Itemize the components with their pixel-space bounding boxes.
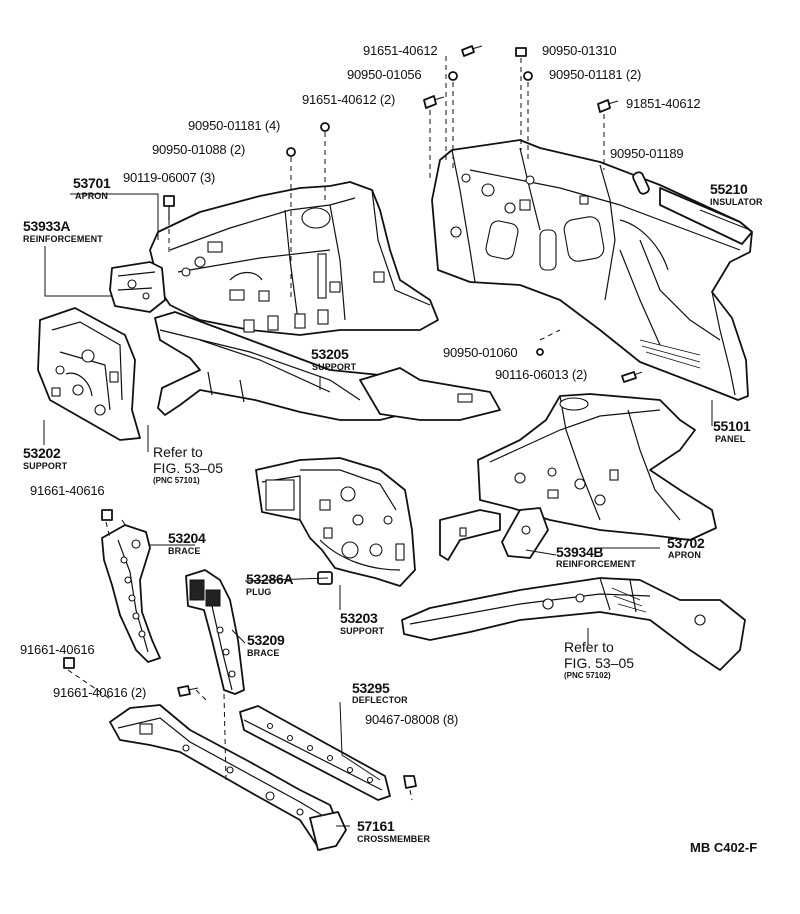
fastener-label-90116-06013-2: 90116-06013 (2) (495, 367, 588, 382)
support-53205-drawing (154, 311, 501, 421)
deflector-53295-drawing (239, 705, 391, 801)
part-number-53702: 53702 (667, 535, 705, 551)
part-number-57161: 57161 (357, 818, 395, 834)
part-number-53286a: 53286A (246, 571, 294, 587)
part-name-support-53205: SUPPORT (312, 362, 357, 372)
side-member-57102-drawing (401, 577, 746, 671)
part-name-panel-55101: PANEL (715, 434, 746, 444)
part-number-53701: 53701 (73, 175, 111, 191)
part-name-support-53202: SUPPORT (23, 461, 68, 471)
fastener-label-90119-06007-3: 90119-06007 (3) (123, 170, 216, 185)
fastener-label-90950-01310: 90950-01310 (542, 43, 617, 58)
fastener-label-90950-01060: 90950-01060 (443, 345, 518, 360)
part-number-53204: 53204 (168, 530, 206, 546)
part-number-55101: 55101 (713, 418, 751, 434)
crossmember-57161-drawing (109, 704, 347, 851)
fastener-label-90950-01181-4: 90950-01181 (4) (188, 118, 281, 133)
leader-lines (43, 193, 751, 827)
fastener-label-91651-40612-2: 91651-40612 (2) (302, 92, 396, 107)
reinforcement-53934b-drawing (501, 507, 549, 559)
reference-text-2-line2: FIG. 53–05 (564, 655, 635, 671)
part-number-53202: 53202 (23, 445, 61, 461)
part-name-support-53203: SUPPORT (340, 626, 385, 636)
brace-53209-drawing (185, 569, 245, 695)
reference-text-1-line2: FIG. 53–05 (153, 460, 224, 476)
part-number-53295: 53295 (352, 680, 390, 696)
part-name-apron-53701: APRON (75, 191, 109, 201)
fastener-label-91661-40616-2: 91661-40616 (2) (53, 685, 147, 700)
fastener-label-90950-01056: 90950-01056 (347, 67, 422, 82)
fastener-label-90950-01088-2: 90950-01088 (2) (152, 142, 246, 157)
fastener-label-91661-40616-b: 91661-40616 (20, 642, 95, 657)
part-number-55210: 55210 (710, 181, 748, 197)
part-name-deflector-53295: DEFLECTOR (352, 695, 408, 705)
reference-text-2-line1: Refer to (564, 639, 614, 655)
fastener-label-90467-08008-8: 90467-08008 (8) (365, 712, 459, 727)
reference-pnc-57101: (PNC 57101) (153, 476, 200, 485)
part-name-plug-53286a: PLUG (246, 587, 272, 597)
part-number-53209: 53209 (247, 632, 285, 648)
fastener-label-90950-01181-2: 90950-01181 (2) (549, 67, 642, 82)
part-number-53933a: 53933A (23, 218, 71, 234)
reference-pnc-57102: (PNC 57102) (564, 671, 611, 680)
part-name-insulator-55210: INSULATOR (710, 197, 763, 207)
fastener-label-91851-40612: 91851-40612 (626, 96, 701, 111)
part-number-53205: 53205 (311, 346, 349, 362)
part-name-reinforcement-53933a: REINFORCEMENT (23, 234, 103, 244)
fastener-label-91651-40612: 91651-40612 (363, 43, 438, 58)
part-name-reinforcement-53934b: REINFORCEMENT (556, 559, 636, 569)
reinforcement-53933a-drawing (109, 261, 166, 313)
part-name-apron-53702: APRON (668, 550, 702, 560)
brace-53204-drawing (101, 524, 161, 663)
reference-text-1-line1: Refer to (153, 444, 203, 460)
part-number-53934b: 53934B (556, 544, 604, 560)
fastener-label-90950-01189: 90950-01189 (610, 146, 684, 161)
part-number-53203: 53203 (340, 610, 378, 626)
apron-53702-drawing (439, 393, 717, 561)
apron-53701-drawing (149, 181, 439, 336)
part-name-brace-53204: BRACE (168, 546, 201, 556)
assembly-dashed-lines (67, 56, 605, 801)
fastener-symbols (63, 45, 643, 789)
part-name-brace-53209: BRACE (247, 648, 280, 658)
fastener-label-91661-40616-a: 91661-40616 (30, 483, 105, 498)
part-name-crossmember-57161: CROSSMEMBER (357, 834, 431, 844)
panel-55101-drawing (431, 139, 753, 401)
figure-code: MB C402-F (690, 840, 758, 855)
support-53202-drawing (37, 307, 141, 441)
support-53203-drawing (255, 457, 416, 587)
